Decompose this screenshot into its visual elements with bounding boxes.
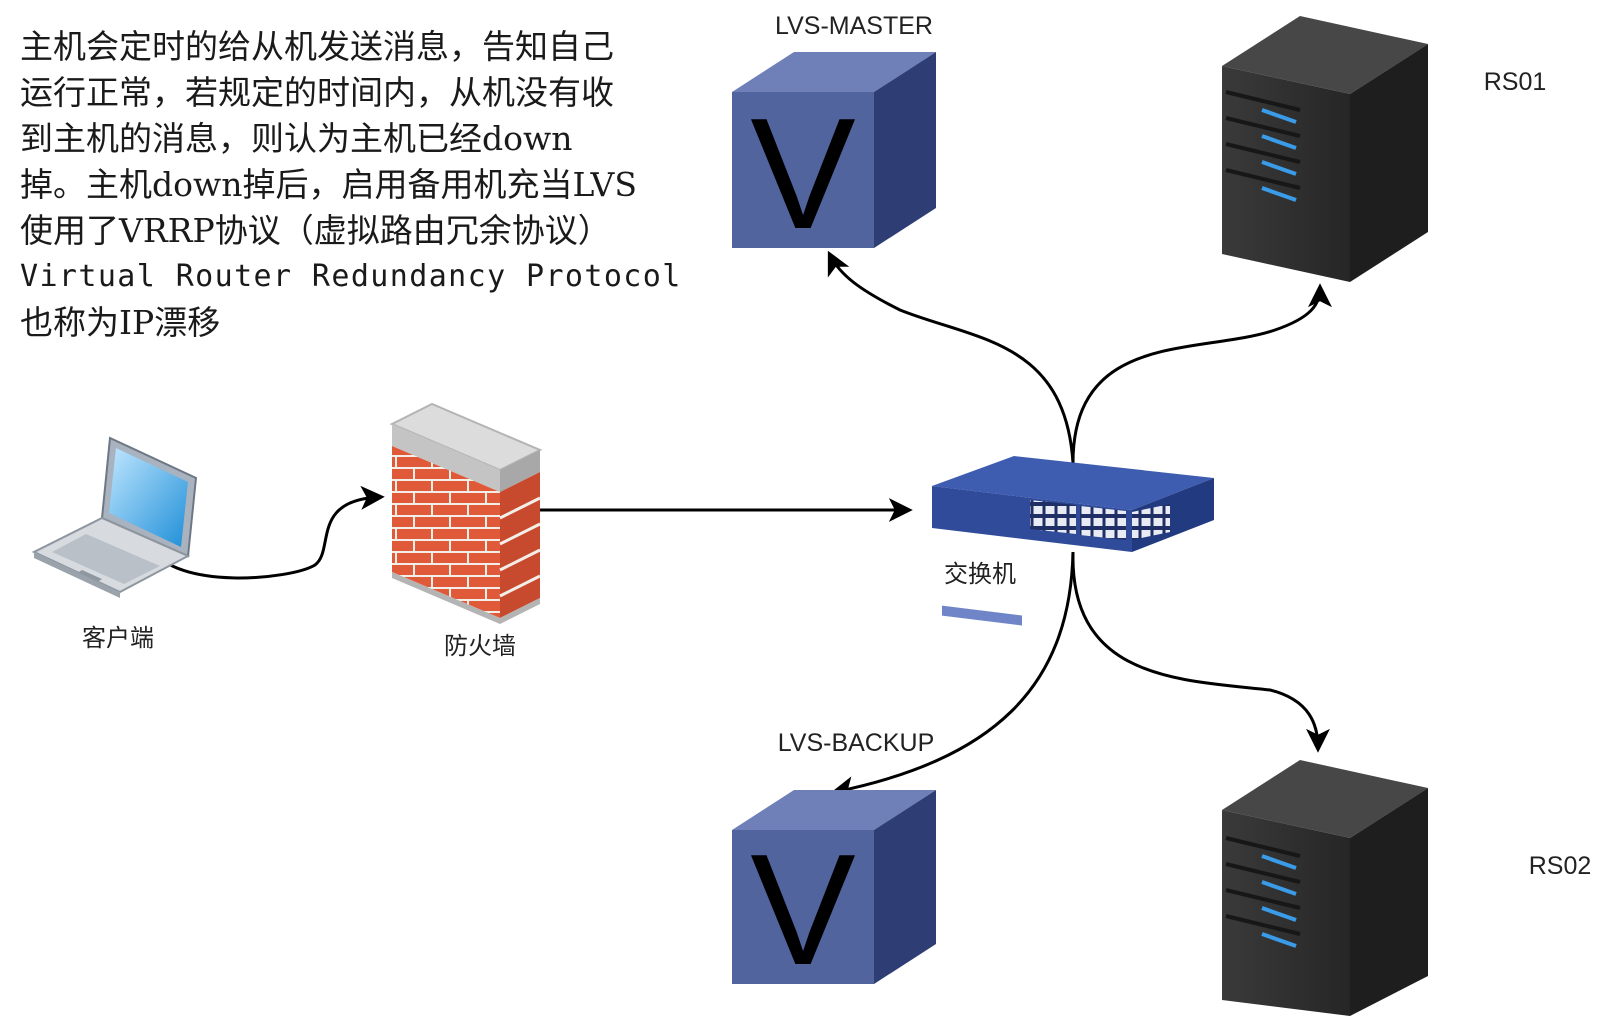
- switch-label: 交换机: [944, 560, 1016, 588]
- client-label: 客户端: [82, 624, 154, 652]
- lvs-backup-node[interactable]: V LVS-BACKUP: [732, 729, 936, 998]
- link-switch-rs01: [1071, 283, 1332, 464]
- description-line: 到主机的消息，则认为主机已经down: [20, 119, 573, 158]
- laptop-icon: [31, 436, 198, 598]
- description-line: 使用了VRRP协议（虚拟路由冗余协议）: [20, 211, 611, 250]
- lvs-master-label: LVS-MASTER: [775, 12, 933, 40]
- virtual-server-cube-icon: V: [732, 52, 936, 262]
- rs02-label: RS02: [1529, 852, 1592, 880]
- link-switch-lvs-master: [827, 250, 1075, 464]
- lvs-backup-label: LVS-BACKUP: [778, 729, 935, 757]
- firewall-label: 防火墙: [444, 632, 516, 660]
- rs01-node[interactable]: RS01: [1222, 16, 1546, 282]
- description-text: 主机会定时的给从机发送消息，告知自己 运行正常，若规定的时间内，从机没有收 到主…: [20, 24, 710, 346]
- link-client-firewall: [150, 485, 385, 580]
- description-line: 运行正常，若规定的时间内，从机没有收: [20, 73, 614, 112]
- link-switch-rs02: [1071, 551, 1330, 753]
- network-switch-icon: [932, 456, 1214, 626]
- description-line: 主机会定时的给从机发送消息，告知自己: [20, 27, 614, 66]
- description-line: 也称为IP漂移: [20, 303, 221, 342]
- server-tower-icon: [1222, 16, 1428, 282]
- brick-firewall-icon: [389, 402, 543, 624]
- rs01-label: RS01: [1484, 68, 1547, 96]
- client-node[interactable]: 客户端: [31, 436, 198, 652]
- switch-node[interactable]: 交换机: [932, 456, 1214, 626]
- lvs-master-glyph: V: [750, 86, 855, 262]
- rs02-node[interactable]: RS02: [1222, 760, 1591, 1016]
- lvs-master-node[interactable]: V LVS-MASTER: [732, 12, 936, 262]
- firewall-node[interactable]: 防火墙: [389, 402, 543, 660]
- description-line: 掉。主机down掉后，启用备用机充当LVS: [20, 165, 637, 204]
- description-line-english: Virtual Router Redundancy Protocol: [20, 259, 682, 294]
- connectors: [150, 250, 1332, 800]
- virtual-server-cube-icon: V: [732, 790, 936, 998]
- lvs-backup-glyph: V: [750, 822, 855, 998]
- server-tower-icon: [1222, 760, 1428, 1016]
- link-switch-lvs-backup: [830, 551, 1075, 800]
